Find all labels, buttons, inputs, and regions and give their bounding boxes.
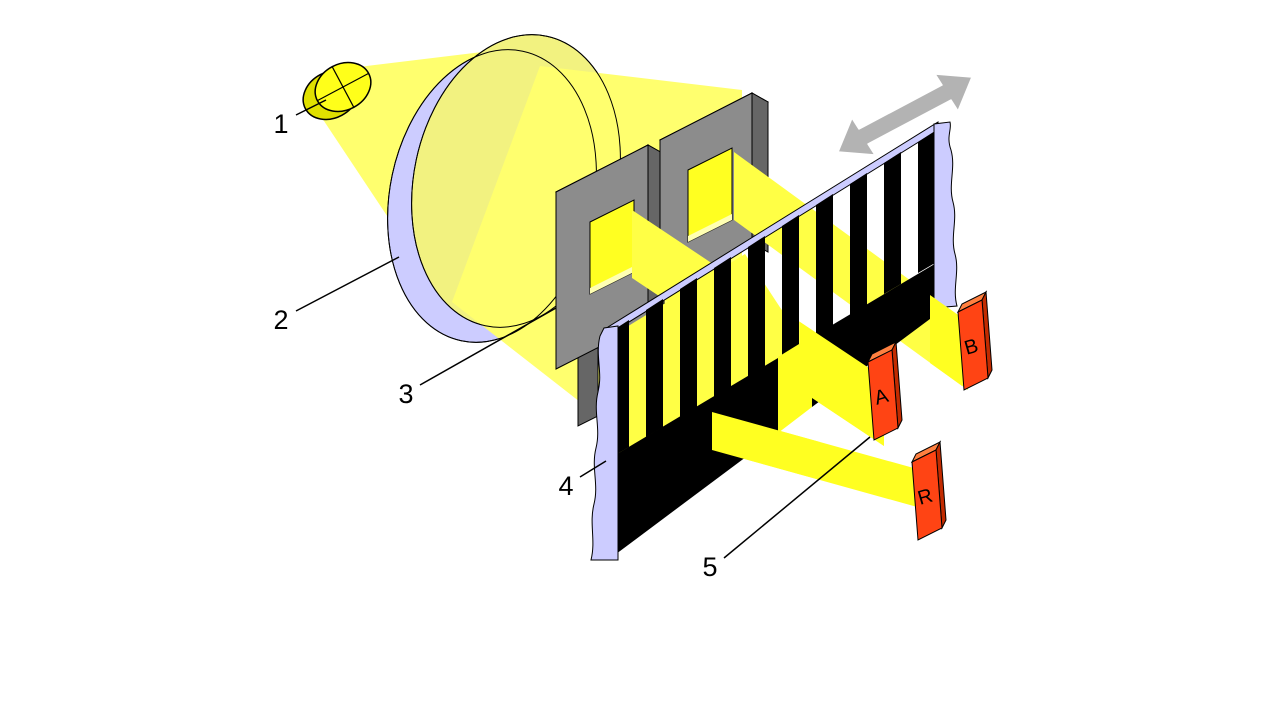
scale-stripe — [918, 131, 935, 273]
scale-stripe — [680, 278, 697, 417]
reference-track-left — [612, 358, 778, 557]
scale-stripe — [816, 194, 833, 336]
sensor-r-front-face — [911, 449, 943, 541]
callout-4-line — [579, 460, 607, 478]
callout-1-label: 1 — [273, 109, 288, 139]
callout-2-label: 2 — [273, 305, 288, 335]
sensor-r-label: R — [915, 485, 935, 510]
scale-left-edge — [590, 325, 619, 561]
beam-a-front — [800, 322, 884, 446]
callout-2-line — [295, 256, 400, 312]
callout-5-label: 5 — [702, 552, 717, 582]
callout-5-line — [723, 436, 871, 559]
sensor-b-label: B — [962, 335, 981, 360]
scanning-reticle-mask — [554, 92, 770, 427]
scale-stripe — [782, 215, 799, 356]
mask-window-left-sill — [590, 266, 634, 294]
callout-3-label: 3 — [398, 379, 413, 409]
sensor-b: B — [956, 290, 993, 391]
callout-1-line — [295, 99, 327, 116]
callout-4-label: 4 — [558, 471, 573, 501]
motion-direction-arrow-icon — [837, 73, 973, 156]
scale-stripe — [850, 173, 867, 315]
lamp-cross-minor — [331, 66, 355, 108]
scale-stripe — [884, 152, 901, 294]
mask-window-right-sill — [688, 214, 732, 242]
sensor-a: A — [866, 340, 903, 441]
sensor-r: R — [910, 440, 947, 541]
beam-r-front — [712, 412, 928, 510]
scale-stripe — [646, 299, 663, 437]
callout-3-line — [419, 307, 557, 386]
scale-stripe — [714, 257, 731, 397]
photodetectors: A B R — [866, 290, 993, 541]
light-source-lamp — [302, 61, 372, 121]
mask-plate-left — [554, 144, 666, 370]
sensor-b-front-face — [957, 299, 989, 391]
scale-stripe — [748, 236, 765, 377]
scale-right-edge — [933, 121, 958, 309]
sensor-a-front-face — [867, 349, 899, 441]
